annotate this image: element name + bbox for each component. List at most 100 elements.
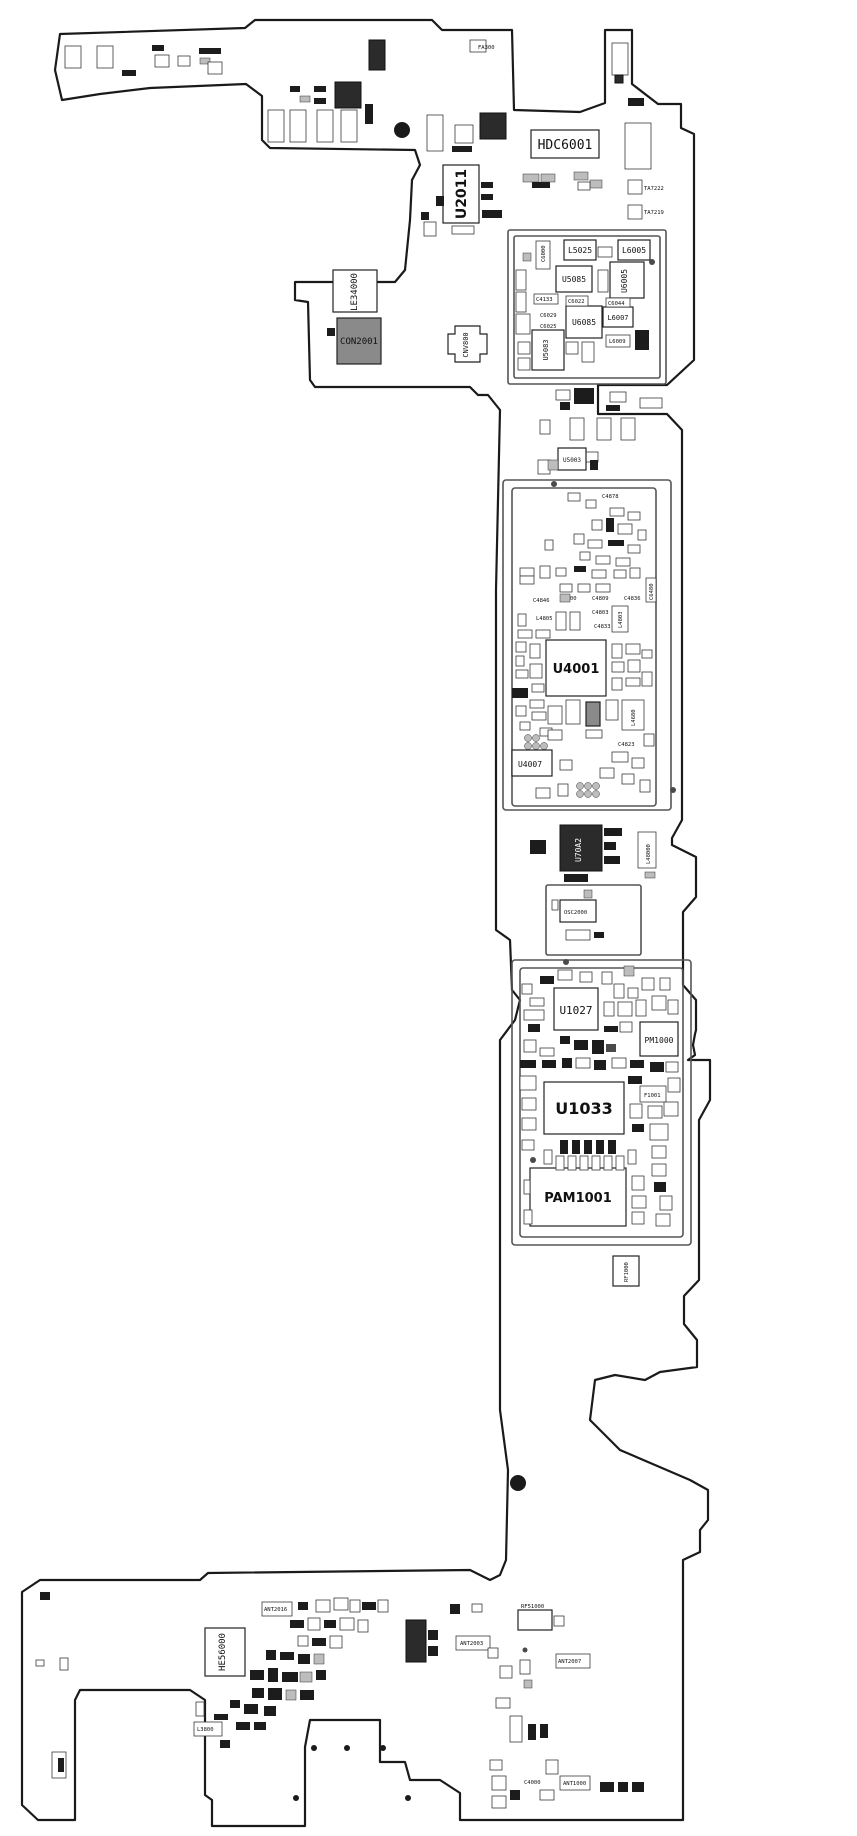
u70a2-chip (559, 824, 603, 872)
u6005-label: U6005 (620, 269, 629, 293)
mounting-hole (394, 122, 410, 138)
rf-shield-inner (519, 967, 684, 1238)
mid-components-1 (537, 388, 663, 475)
u6005-chip (609, 261, 645, 299)
l3800-label: L3800 (197, 1727, 214, 1733)
u5083-label: U5083 (542, 339, 550, 360)
c6025-label: C6025 (540, 324, 557, 330)
hdc6001-label: HDC6001 (538, 138, 593, 153)
u70a2-passives (530, 828, 657, 882)
rf51000-chip (517, 1609, 553, 1631)
u6085-label: U6085 (572, 318, 596, 327)
u2011-chip (442, 164, 480, 224)
pam1001-chip (529, 1167, 627, 1227)
u4001-chip (545, 639, 607, 697)
le34000-label: LE34000 (350, 273, 360, 311)
le34000-chip (332, 269, 378, 313)
u5083-chip (531, 329, 565, 371)
bottom-components (35, 1592, 644, 1809)
ta7219-label: TA7219 (644, 210, 664, 216)
pm1000-label: PM1000 (645, 1036, 674, 1045)
rf1000-label: RF1000 (624, 1262, 630, 1282)
l3800-chip (193, 1721, 223, 1737)
u70a2-label: U70A2 (574, 838, 583, 862)
upper-mid-components (421, 98, 652, 237)
rf51000-label: RF51000 (521, 1604, 544, 1610)
hdc6001-chip (530, 129, 600, 159)
l4680-label: L4680 (631, 709, 637, 726)
osc2000-chip (559, 899, 597, 923)
c6000-chip (535, 240, 551, 270)
c6022-label: C6022 (568, 299, 585, 305)
ant2016-pad (261, 1601, 293, 1617)
con2001-pad (327, 328, 335, 336)
l4680-chip (621, 699, 645, 731)
u4001-label: U4001 (553, 662, 600, 677)
c4000-label: C4000 (524, 1780, 541, 1786)
c6000-label: C6000 (541, 245, 547, 262)
soc-shield-outer (502, 479, 672, 811)
u1033-chip (543, 1081, 625, 1135)
u1027-chip (553, 987, 599, 1031)
rf-shield-outer (511, 959, 692, 1246)
cnv800-label: CNV800 (462, 332, 470, 357)
osc2000-label: OSC2000 (564, 910, 587, 916)
osc-passives (551, 889, 604, 941)
u2011-label: U2011 (454, 169, 470, 219)
u1027-label: U1027 (559, 1004, 592, 1017)
fa300-label: FA300 (478, 45, 495, 51)
soc-shield-inner (511, 487, 657, 807)
l6007-label: L6007 (607, 314, 628, 322)
c4833-label: C4833 (594, 624, 611, 630)
l4805-label: L4805 (536, 616, 553, 622)
u5003-chip (557, 447, 587, 471)
osc-shield (545, 884, 642, 956)
l4803-chip (611, 605, 629, 633)
c4823-label: C4823 (618, 742, 635, 748)
ant1000-pad (559, 1775, 591, 1791)
c6480-label: C6480 (649, 583, 655, 600)
pmic-shield-inner (513, 235, 661, 379)
ant1000-label: ANT1000 (563, 1781, 586, 1787)
l6005-label: L6005 (622, 246, 646, 255)
c6044-label: C6044 (608, 301, 625, 307)
l4803-label: L4803 (618, 611, 624, 628)
top-left-components (64, 39, 629, 143)
c6480-chip (645, 577, 657, 603)
u5003-label: U5003 (563, 457, 581, 464)
c4803-label: C4803 (592, 610, 609, 616)
l48000-label: L48000 (646, 844, 652, 864)
c4836-label: C4836 (624, 596, 641, 602)
he56000-label: HE56000 (218, 1633, 228, 1671)
l5025-chip (563, 239, 597, 261)
c6044-chip (605, 297, 631, 308)
con2001-label: CON2001 (340, 337, 378, 347)
inductor-dark (479, 112, 507, 140)
ant2007-label: ANT2007 (558, 1659, 581, 1665)
l6009-label: L6009 (609, 339, 626, 345)
l5025-label: L5025 (568, 246, 592, 255)
f1001-label: F1001 (644, 1093, 661, 1099)
cnv800-connector (447, 325, 488, 363)
l6005-chip (617, 239, 651, 261)
soc-passives (512, 459, 676, 799)
u1033-label: U1033 (555, 1099, 613, 1118)
ta7222-label: TA7222 (644, 186, 664, 192)
c6022-chip (565, 295, 589, 307)
c4878-label: C4878 (602, 494, 619, 500)
c4809-label: C4809 (592, 596, 609, 602)
pam1001-label: PAM1001 (544, 1191, 612, 1206)
pmic-shield-outer (507, 229, 667, 385)
pm1000-chip (639, 1021, 679, 1057)
c6029-label: C6029 (540, 313, 557, 319)
ant2003-label: ANT2003 (460, 1641, 483, 1647)
rf1000-chip (612, 1255, 640, 1287)
u4007-label: U4007 (518, 760, 542, 769)
ant2016-label: ANT2016 (264, 1607, 287, 1613)
c4133-chip (533, 293, 559, 305)
u5085-chip (555, 265, 593, 293)
con2001-connector (336, 317, 382, 365)
he56000-chip (204, 1627, 246, 1677)
pmic-passives (515, 246, 655, 371)
